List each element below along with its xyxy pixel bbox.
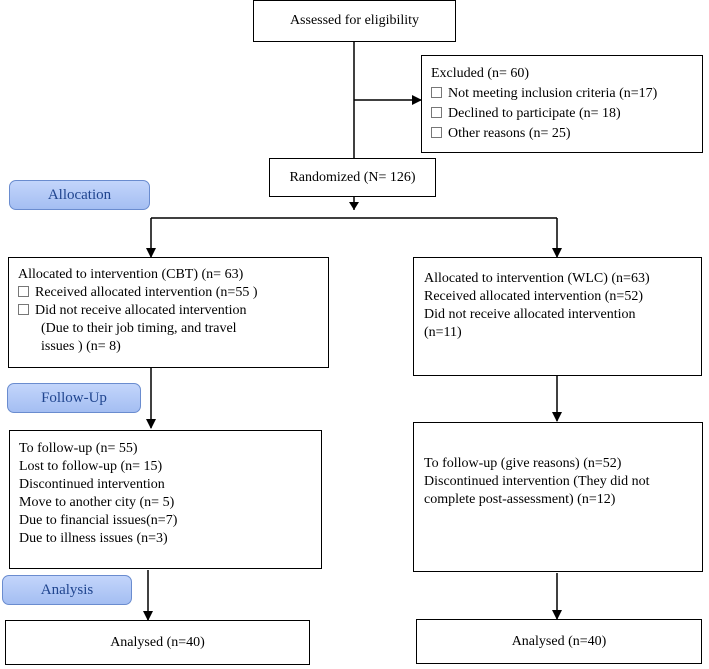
cbt-analysis-box: Analysed (n=40)	[5, 620, 310, 665]
cbt-not-received-detail: issues ) (n= 8)	[41, 339, 121, 354]
checkbox-icon	[431, 107, 442, 118]
cbt-followup-line: Due to financial issues(n=7)	[19, 513, 178, 528]
excluded-item: Declined to participate (n= 18)	[431, 104, 702, 124]
checkbox-icon	[431, 127, 442, 138]
randomized-title: Randomized (N= 126)	[289, 170, 416, 185]
wlc-analysis-title: Analysed (n=40)	[511, 634, 607, 649]
wlc-received: Received allocated intervention (n=52)	[424, 289, 643, 304]
checkbox-icon	[18, 304, 29, 315]
cbt-followup-box: To follow-up (n= 55) Lost to follow-up (…	[9, 430, 322, 569]
cbt-received: Received allocated intervention (n=55 )	[18, 284, 328, 302]
allocation-stage-label: Allocation	[9, 180, 150, 210]
wlc-not-received: Did not receive allocated intervention	[424, 307, 636, 322]
wlc-not-received-count: (n=11)	[424, 325, 462, 340]
cbt-followup-line: Lost to follow-up (n= 15)	[19, 459, 163, 474]
cbt-allocation-title: Allocated to intervention (CBT) (n= 63)	[18, 267, 244, 282]
wlc-analysis-box: Analysed (n=40)	[416, 619, 702, 664]
wlc-followup-box: To follow-up (give reasons) (n=52) Disco…	[413, 422, 703, 572]
cbt-not-received-detail: (Due to their job timing, and travel	[41, 321, 237, 336]
cbt-followup-line: To follow-up (n= 55)	[19, 441, 138, 456]
assessed-box: Assessed for eligibility	[253, 0, 456, 42]
follow-up-stage-label: Follow-Up	[7, 383, 141, 413]
excluded-box: Excluded (n= 60) Not meeting inclusion c…	[421, 55, 703, 153]
wlc-followup-line: To follow-up (give reasons) (n=52)	[424, 456, 622, 471]
randomized-box: Randomized (N= 126)	[269, 158, 436, 197]
wlc-allocation-box: Allocated to intervention (WLC) (n=63) R…	[413, 257, 702, 376]
excluded-item: Not meeting inclusion criteria (n=17)	[431, 84, 702, 104]
cbt-followup-line: Discontinued intervention	[19, 477, 165, 492]
wlc-followup-line: Discontinued intervention (They did not	[424, 474, 650, 489]
cbt-followup-line: Move to another city (n= 5)	[19, 495, 175, 510]
assessed-title: Assessed for eligibility	[289, 13, 420, 28]
cbt-followup-line: Due to illness issues (n=3)	[19, 531, 168, 546]
wlc-allocation-title: Allocated to intervention (WLC) (n=63)	[424, 271, 650, 286]
wlc-followup-line: complete post-assessment) (n=12)	[424, 492, 616, 507]
cbt-analysis-title: Analysed (n=40)	[110, 635, 205, 650]
checkbox-icon	[18, 286, 29, 297]
cbt-allocation-box: Allocated to intervention (CBT) (n= 63) …	[8, 257, 329, 368]
analysis-stage-label: Analysis	[2, 575, 132, 605]
excluded-title: Excluded (n= 60)	[431, 66, 530, 81]
checkbox-icon	[431, 87, 442, 98]
cbt-not-received: Did not receive allocated intervention	[18, 302, 328, 320]
excluded-item: Other reasons (n= 25)	[431, 124, 702, 144]
